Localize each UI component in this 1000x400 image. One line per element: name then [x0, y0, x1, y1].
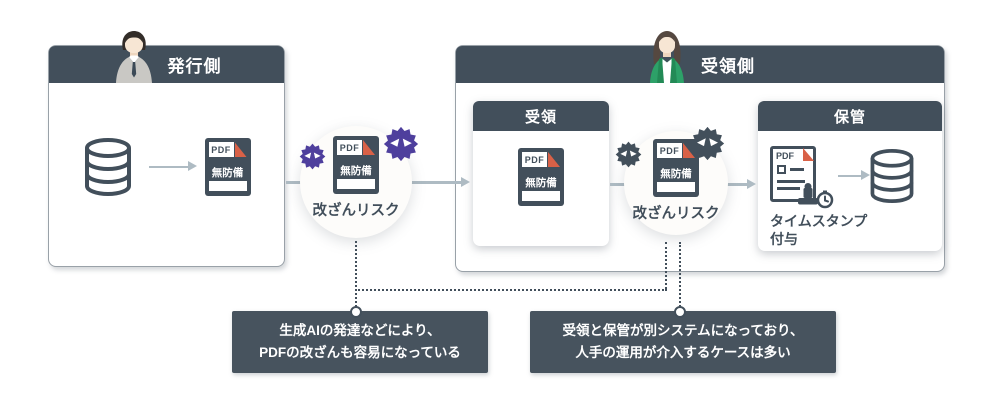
issuer-header: 発行側	[49, 31, 284, 83]
note-line: 人手の運用が介入するケースは多い	[575, 345, 791, 360]
doc-line-glyph	[790, 168, 804, 171]
pdf-bottom-band	[657, 182, 695, 192]
stamp-clock-icon	[798, 183, 834, 209]
pdf-label: PDF	[337, 140, 362, 155]
dotted-connector-horizontal	[355, 289, 667, 291]
issuer-content: PDF 無防備	[49, 83, 284, 251]
timestamp-caption: タイムスタンプ 付与	[758, 208, 942, 248]
database-icon	[870, 149, 914, 203]
virus-icon	[690, 126, 725, 161]
issuer-flow-arrow	[148, 162, 197, 171]
pdf-bottom-band	[208, 181, 247, 191]
receive-title: 受領	[524, 108, 557, 126]
connector-pin-dot	[350, 306, 362, 318]
issuer-box: 発行側 PDF 無防備	[48, 31, 285, 267]
timestamp-pdf-icon: PDF	[768, 144, 834, 209]
doc-square-glyph	[777, 165, 786, 174]
note-generative-ai: 生成AIの発達などにより、 PDFの改ざんも容易になっている	[232, 311, 488, 373]
database-icon	[84, 138, 131, 196]
store-panel: 保管 PDF	[758, 101, 942, 251]
virus-icon	[299, 143, 326, 170]
note-separate-systems: 受領と保管が別システムになっており、 人手の運用が介入するケースは多い	[530, 311, 836, 373]
pdf-label: PDF	[208, 142, 234, 157]
tamper-risk-label: 改ざんリスク	[632, 206, 720, 222]
pdf-label: PDF	[776, 151, 794, 161]
note-line: PDFの改ざんも容易になっている	[259, 345, 461, 360]
page-fold-icon	[363, 140, 375, 155]
store-title: 保管	[833, 108, 866, 126]
pdf-status-text: 無防備	[660, 168, 692, 180]
dotted-connector-vertical-left	[355, 241, 357, 311]
timestamp-caption-line1: タイムスタンプ	[770, 213, 868, 229]
page-fold-icon	[234, 142, 247, 157]
pdf-bottom-band	[337, 179, 375, 189]
virus-icon	[383, 126, 419, 162]
pdf-status-text: 無防備	[340, 165, 372, 177]
pdf-status-text: 無防備	[211, 167, 244, 179]
note-line: 生成AIの発達などにより、	[279, 322, 441, 338]
receiver-box: 受領側 受領 PDF 無防備 保管	[455, 31, 945, 272]
doc-line-glyph	[777, 180, 805, 183]
dotted-connector-vertical-inner-a	[665, 242, 667, 289]
store-content: PDF	[758, 131, 942, 209]
man-avatar-icon	[115, 31, 152, 83]
pdf-unprotected-icon: PDF 無防備	[518, 148, 564, 206]
dotted-connector-vertical-inner-b	[679, 242, 681, 311]
store-flow-arrow	[838, 171, 870, 180]
virus-icon	[615, 141, 642, 168]
page-fold-icon	[803, 148, 814, 161]
tamper-risk-label: 改ざんリスク	[312, 203, 400, 219]
pdf-label: PDF	[522, 152, 547, 167]
connector-pin-dot	[674, 306, 686, 318]
pdf-unprotected-icon: PDF 無防備	[333, 136, 379, 194]
tamper-risk-badge-inner: PDF 無防備 改ざんリスク	[624, 131, 728, 235]
receiver-header: 受領側	[456, 31, 944, 83]
pdf-unprotected-icon: PDF 無防備	[204, 138, 251, 196]
pdf-bottom-band	[522, 191, 560, 201]
receive-header: 受領	[473, 101, 609, 131]
receiver-title: 受領側	[701, 57, 755, 76]
page-fold-icon	[548, 152, 560, 167]
woman-avatar-icon	[650, 31, 684, 83]
issuer-title: 発行側	[167, 57, 222, 76]
doc-line-glyph	[777, 187, 800, 190]
store-header: 保管	[758, 101, 942, 131]
pdf-unprotected-icon: PDF 無防備	[653, 139, 699, 197]
note-line: 受領と保管が別システムになっており、	[562, 322, 804, 338]
receive-content: PDF 無防備	[473, 148, 609, 206]
timestamp-caption-line2: 付与	[770, 230, 798, 247]
pdf-label: PDF	[657, 143, 682, 158]
receive-panel: 受領 PDF 無防備	[473, 101, 609, 246]
pdf-status-text: 無防備	[525, 177, 557, 189]
